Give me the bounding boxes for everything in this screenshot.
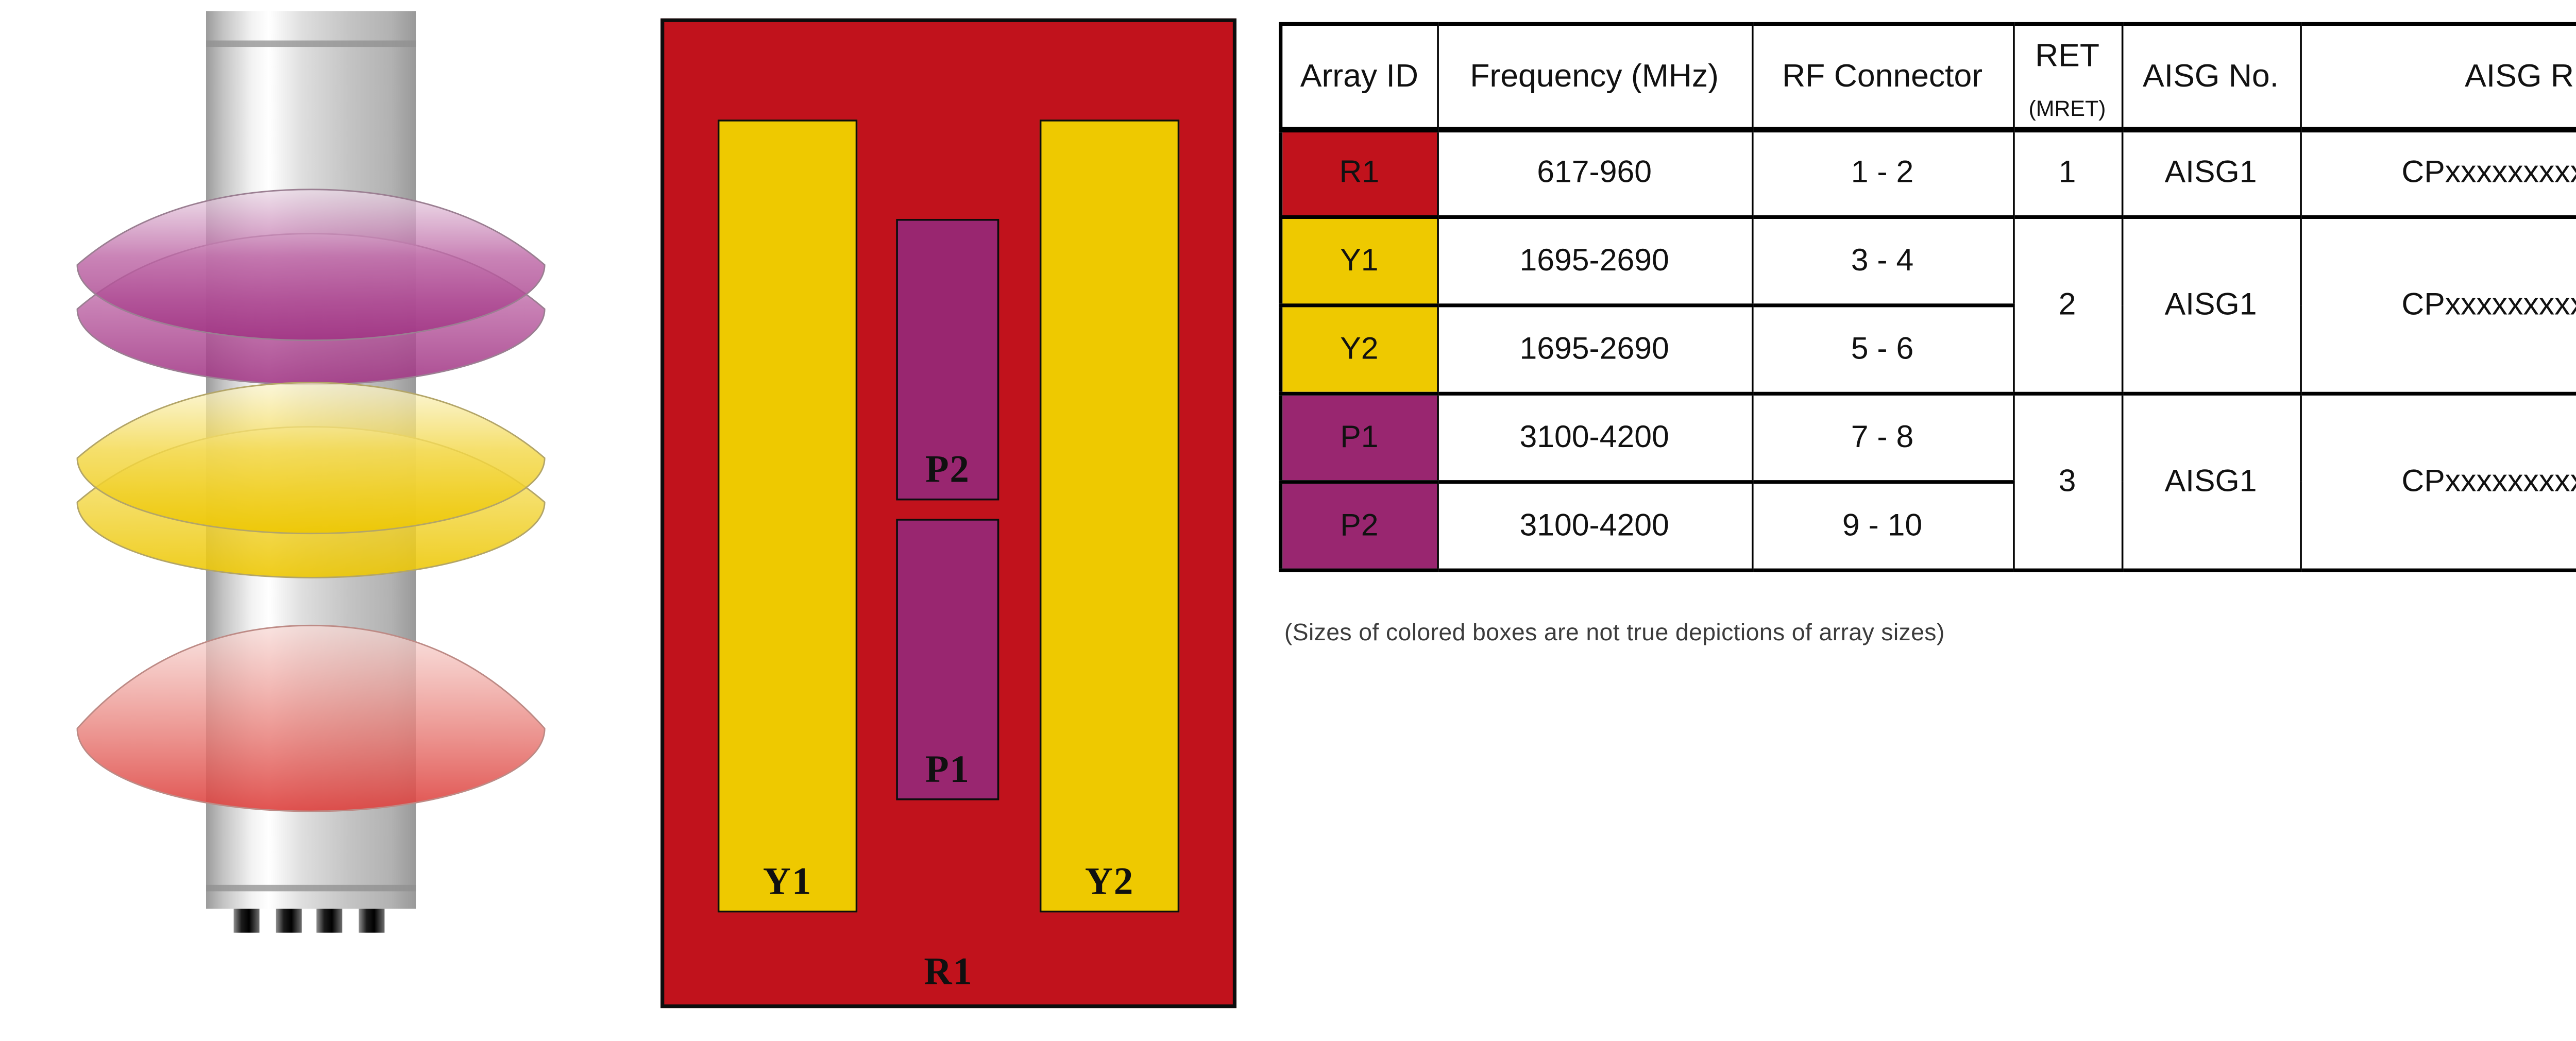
col-header-aisg-ret-uid: AISG RET UID — [2299, 22, 2576, 132]
array-size-note: (Sizes of colored boxes are not true dep… — [1284, 618, 1945, 646]
array-id-cell: Y1 — [1279, 215, 1438, 308]
array-id-cell: Y2 — [1279, 303, 1438, 396]
array-spec-table: Array ID Frequency (MHz) RF Connector RE… — [1279, 22, 2576, 572]
rf-connector-cell: 7 - 8 — [1751, 391, 2014, 484]
array-panel-label: R1 — [924, 949, 973, 994]
beam-disc-purple — [76, 189, 546, 385]
col-header-ret-main: RET — [2035, 36, 2099, 73]
rf-connector-cell: 9 - 10 — [1751, 480, 2014, 572]
col-header-ret: RET (MRET) — [2012, 22, 2123, 132]
rf-connector-cell: 5 - 6 — [1751, 303, 2014, 396]
array-layout-diagram: Y1 Y2 P2 P1 R1 — [660, 18, 1236, 1009]
array-box-label: P2 — [925, 447, 970, 491]
table-row-y1: Y1 1695-2690 3 - 4 2 AISG1 CPxxxxxxxxxxx… — [1279, 215, 2576, 396]
aisg-no-cell-merged: AISG1 — [2121, 215, 2301, 396]
antenna-3d-figure — [76, 11, 546, 933]
antenna-connector-stubs — [233, 909, 385, 933]
frequency-cell: 3100-4200 — [1436, 480, 1753, 572]
array-box-label: Y1 — [762, 859, 812, 903]
aisg-ret-uid-cell: CPxxxxxxxxxxxxxxMM.1 — [2299, 127, 2576, 219]
ret-cell-merged: 2 — [2012, 215, 2123, 396]
table-row-p1: P1 3100-4200 7 - 8 3 AISG1 CPxxxxxxxxxxx… — [1279, 391, 2576, 572]
array-id-cell: P1 — [1279, 391, 1438, 484]
table-row-p2: P2 3100-4200 9 - 10 — [1279, 480, 2576, 572]
array-box-y2: Y2 — [1039, 120, 1180, 913]
frequency-cell: 617-960 — [1436, 127, 1753, 219]
array-box-p1: P1 — [896, 519, 999, 800]
ret-cell-merged: 3 — [2012, 391, 2123, 572]
aisg-ret-uid-cell-merged: CPxxxxxxxxxxxxxxMM.2 — [2299, 215, 2576, 396]
col-header-aisg-no: AISG No. — [2121, 22, 2301, 132]
aisg-no-cell-merged: AISG1 — [2121, 391, 2301, 572]
table-row-y2: Y2 1695-2690 5 - 6 — [1279, 303, 2576, 396]
col-header-array-id: Array ID — [1279, 22, 1438, 132]
table-row-r1: R1 617-960 1 - 2 1 AISG1 CPxxxxxxxxxxxxx… — [1279, 127, 2576, 219]
aisg-ret-uid-cell-merged: CPxxxxxxxxxxxxxxMM.3 — [2299, 391, 2576, 572]
frequency-cell: 1695-2690 — [1436, 303, 1753, 396]
rf-connector-cell: 1 - 2 — [1751, 127, 2014, 219]
aisg-no-cell: AISG1 — [2121, 127, 2301, 219]
frequency-cell: 1695-2690 — [1436, 215, 1753, 308]
array-box-p2: P2 — [896, 219, 999, 501]
array-box-label: P1 — [925, 747, 970, 791]
beam-disc-yellow — [76, 382, 546, 578]
frequency-cell: 3100-4200 — [1436, 391, 1753, 484]
ret-cell: 1 — [2012, 127, 2123, 219]
beam-disc-red — [76, 624, 546, 812]
col-header-rf-connector: RF Connector — [1751, 22, 2014, 132]
col-header-ret-sub: (MRET) — [2028, 95, 2106, 121]
array-box-label: Y2 — [1084, 859, 1134, 903]
col-header-frequency: Frequency (MHz) — [1436, 22, 1753, 132]
array-id-cell: R1 — [1279, 127, 1438, 219]
table-header-row: Array ID Frequency (MHz) RF Connector RE… — [1279, 22, 2576, 132]
array-id-cell: P2 — [1279, 480, 1438, 572]
array-box-y1: Y1 — [717, 120, 858, 913]
rf-connector-cell: 3 - 4 — [1751, 215, 2014, 308]
